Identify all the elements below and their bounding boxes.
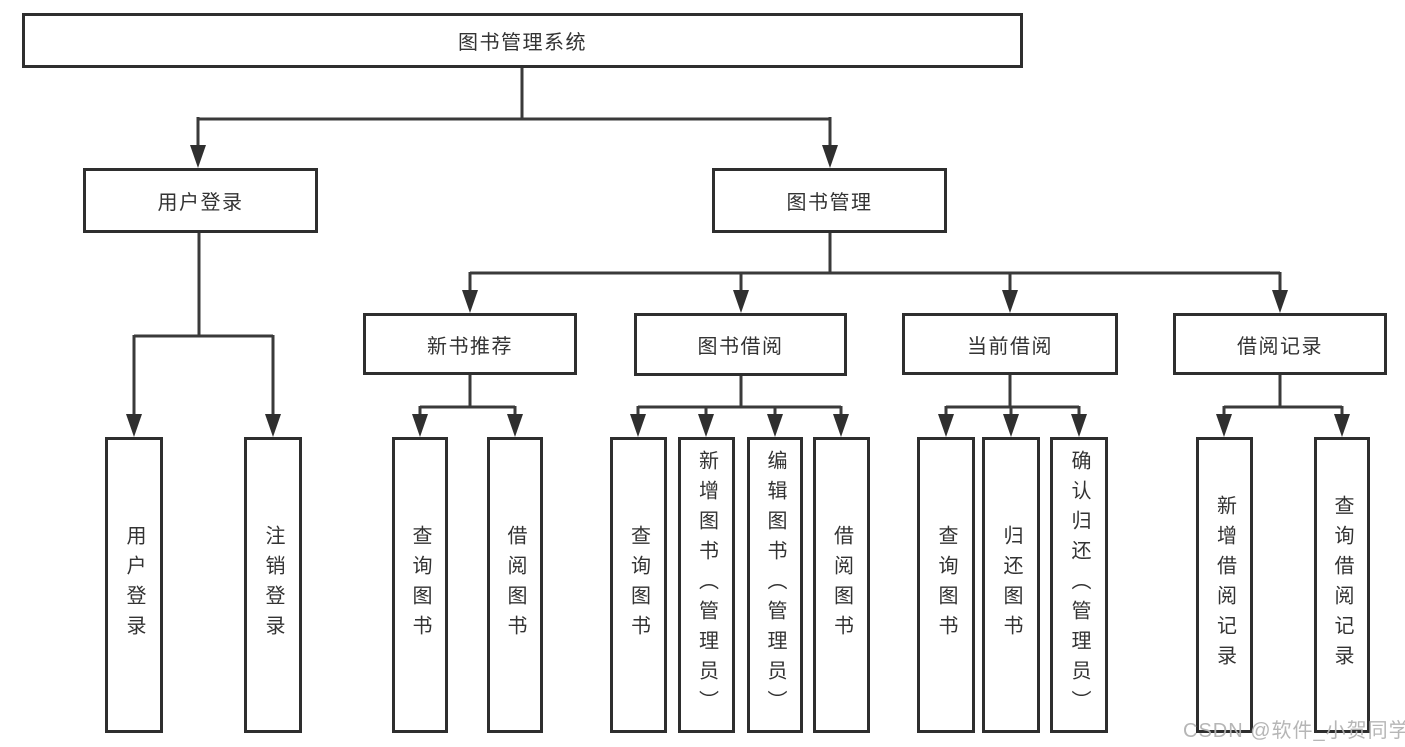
node-book-management: 图书管理	[712, 168, 947, 233]
leaf-confirm-return-admin: 确认归还（管理员）	[1050, 437, 1108, 733]
node-label: 用户登录	[157, 192, 244, 214]
node-current-borrow: 当前借阅	[902, 313, 1118, 375]
leaf-label: 查询图书	[935, 525, 957, 645]
leaf-label: 新增图书（管理员）	[695, 450, 718, 720]
node-label: 图书借阅	[697, 336, 784, 358]
leaf-query-book-3: 查询图书	[917, 437, 975, 733]
arrowhead-icons	[126, 145, 1350, 437]
leaf-label: 借阅图书	[504, 525, 526, 645]
node-label: 借阅记录	[1237, 335, 1323, 358]
leaf-edit-book-admin: 编辑图书（管理员）	[747, 437, 803, 733]
connector-root-to-level2	[196, 68, 832, 146]
leaf-label: 编辑图书（管理员）	[764, 450, 786, 720]
leaf-label: 新增借阅记录	[1213, 495, 1236, 675]
leaf-query-borrow-record: 查询借阅记录	[1314, 437, 1370, 733]
leaf-query-book-2: 查询图书	[610, 437, 667, 733]
leaf-borrow-book-2: 借阅图书	[813, 437, 870, 733]
leaf-borrow-book-1: 借阅图书	[487, 437, 543, 733]
node-label: 图书管理系统	[458, 32, 587, 54]
leaf-logout: 注销登录	[244, 437, 302, 733]
leaf-user-login: 用户登录	[105, 437, 163, 733]
leaf-label: 用户登录	[123, 525, 145, 645]
leaf-return-book: 归还图书	[982, 437, 1040, 733]
node-label: 图书管理	[786, 192, 873, 214]
connector-bookmgmt-split	[468, 233, 1282, 292]
node-new-book-recommend: 新书推荐	[363, 313, 577, 375]
connector-borrow-split	[636, 375, 843, 416]
node-borrow-records: 借阅记录	[1173, 313, 1387, 375]
connector-current-split	[944, 375, 1081, 416]
leaf-add-borrow-record: 新增借阅记录	[1196, 437, 1253, 733]
connector-records-split	[1222, 375, 1344, 416]
leaf-label: 查询图书	[627, 525, 650, 645]
connector-newbook-split	[418, 375, 517, 416]
csdn-watermark: CSDN @软件_小贺同学	[1183, 720, 1405, 742]
node-user-login: 用户登录	[83, 168, 318, 233]
node-label: 当前借阅	[967, 335, 1053, 358]
leaf-label: 借阅图书	[830, 525, 853, 645]
connector-userlogin-split	[132, 233, 275, 416]
node-book-borrow: 图书借阅	[634, 313, 847, 376]
leaf-label: 查询借阅记录	[1331, 495, 1353, 675]
node-label: 新书推荐	[427, 335, 513, 358]
leaf-label: 归还图书	[1000, 525, 1022, 645]
leaf-label: 确认归还（管理员）	[1068, 450, 1090, 720]
leaf-label: 注销登录	[262, 525, 284, 645]
leaf-query-book-1: 查询图书	[392, 437, 448, 733]
leaf-label: 查询图书	[409, 525, 431, 645]
node-library-management-system: 图书管理系统	[22, 13, 1023, 68]
leaf-add-book-admin: 新增图书（管理员）	[678, 437, 735, 733]
